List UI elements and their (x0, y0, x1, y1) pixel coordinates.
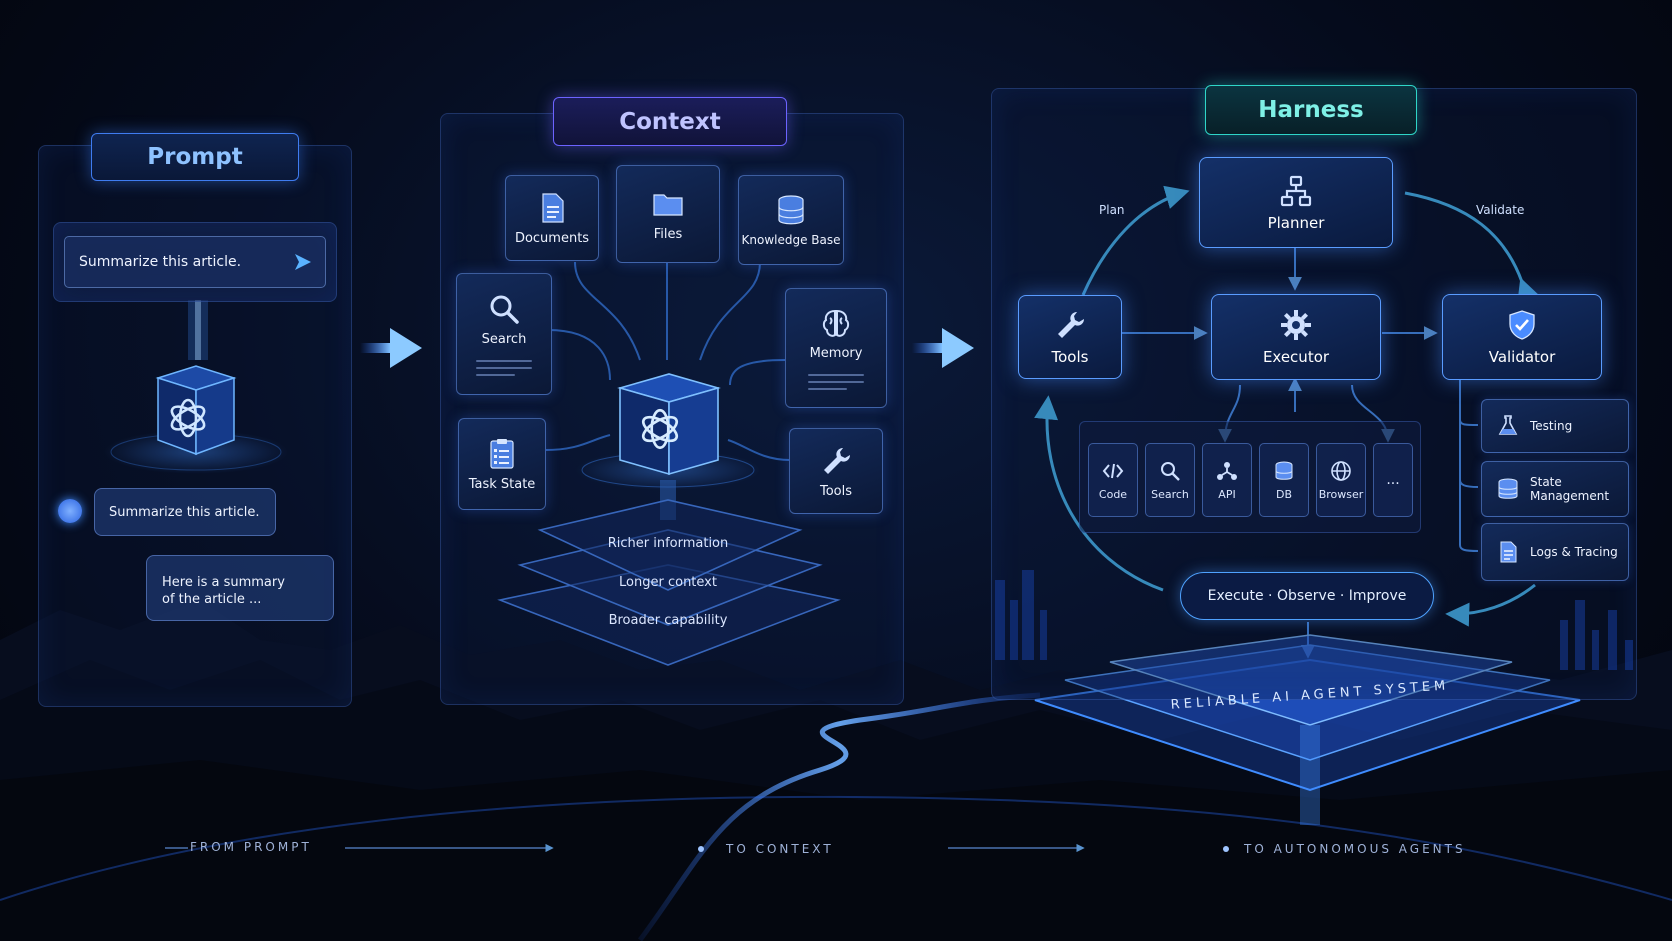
layer-broader-capability: Broader capability (608, 613, 728, 628)
edge-validate-label: Validate (1476, 203, 1525, 217)
tool-code-label: Code (1098, 487, 1128, 501)
planner-node: Planner (1199, 157, 1393, 248)
tool-db-label: DB (1275, 487, 1293, 501)
executor-label: Executor (1262, 348, 1330, 366)
source-files: Files (616, 165, 720, 263)
source-documents: Documents (505, 175, 599, 261)
planner-label: Planner (1267, 213, 1325, 232)
wrench-icon (824, 447, 850, 474)
user-message-text: Summarize this article. (109, 504, 260, 520)
shield-check-icon (1509, 310, 1535, 340)
prompt-title: Prompt (91, 133, 299, 181)
source-tools: Tools (789, 428, 883, 514)
tool-search-icon (1161, 461, 1180, 481)
search-icon (490, 295, 519, 324)
testing-label: Testing (1530, 419, 1573, 433)
state-label-1: State (1530, 475, 1562, 489)
tools-node: Tools (1018, 295, 1122, 379)
edge-plan-label: Plan (1099, 203, 1125, 217)
prompt-input-text: Summarize this article. (79, 254, 242, 270)
caption-from-prompt: FROM PROMPT (190, 840, 312, 854)
source-knowledge-base: Knowledge Base (738, 175, 844, 265)
memory-text-lines (808, 369, 864, 390)
user-avatar (58, 499, 82, 523)
api-icon (1217, 461, 1237, 480)
harness-tools-label: Tools (1051, 348, 1089, 366)
loop-pill: Execute · Observe · Improve (1180, 572, 1434, 620)
state-label-2: Management (1530, 489, 1610, 503)
memory-label: Memory (809, 346, 863, 361)
caption-to-context: TO CONTEXT (726, 842, 834, 856)
globe-icon (1331, 460, 1351, 481)
gear-icon (1281, 310, 1311, 340)
files-label: Files (653, 226, 683, 242)
harness-title: Harness (1205, 85, 1417, 135)
tool-browser: Browser (1316, 443, 1366, 517)
validator-label: Validator (1488, 348, 1556, 366)
context-title: Context (553, 97, 787, 146)
user-message-bubble: Summarize this article. (94, 488, 276, 536)
tool-code: Code (1088, 443, 1138, 517)
tool-browser-label: Browser (1318, 487, 1364, 501)
search-text-lines (476, 355, 532, 376)
send-icon[interactable] (293, 252, 313, 272)
source-task-state: Task State (458, 418, 546, 510)
harness-wrench-icon (1058, 312, 1084, 338)
tool-more-label: ... (1386, 472, 1400, 488)
log-document-icon (1500, 541, 1517, 563)
documents-label: Documents (514, 230, 590, 246)
folder-icon (653, 193, 683, 216)
assistant-reply-line1: Here is a summary (162, 575, 285, 590)
brain-icon (822, 309, 850, 337)
openai-logo-icon (163, 393, 213, 443)
search-label: Search (481, 332, 527, 347)
assistant-reply-bubble: Here is a summary of the article ... (146, 555, 334, 621)
caption-to-autonomous-agents: TO AUTONOMOUS AGENTS (1244, 842, 1466, 856)
state-db-icon (1498, 478, 1518, 499)
db-icon (1275, 461, 1293, 480)
database-icon (778, 195, 804, 225)
flask-icon (1498, 415, 1518, 435)
knowledge-base-label: Knowledge Base (741, 233, 841, 247)
task-state-label: Task State (468, 476, 536, 492)
layer-richer-information: Richer information (607, 536, 729, 551)
source-search: Search (456, 273, 552, 395)
tool-api: API (1202, 443, 1252, 517)
validator-logs-tracing: Logs & Tracing (1481, 523, 1629, 581)
context-tools-label: Tools (819, 483, 853, 499)
validator-testing: Testing (1481, 399, 1629, 453)
executor-node: Executor (1211, 294, 1381, 380)
logs-label: Logs & Tracing (1530, 545, 1618, 559)
tool-search: Search (1145, 443, 1195, 517)
loop-label: Execute · Observe · Improve (1207, 588, 1407, 604)
document-icon (542, 192, 564, 223)
checklist-icon (490, 438, 514, 469)
code-icon (1102, 463, 1124, 478)
model-cube (140, 360, 252, 460)
prompt-input[interactable]: Summarize this article. (64, 236, 326, 288)
hierarchy-icon (1280, 175, 1312, 206)
layer-longer-context: Longer context (619, 575, 717, 590)
tool-db: DB (1259, 443, 1309, 517)
validator-node: Validator (1442, 294, 1602, 380)
source-memory: Memory (785, 288, 887, 408)
tool-api-label: API (1218, 487, 1236, 501)
assistant-reply-line2: of the article ... (162, 592, 262, 607)
tool-more: ... (1373, 443, 1413, 517)
tool-search-label: Search (1151, 487, 1189, 501)
context-openai-logo-icon (634, 403, 686, 455)
